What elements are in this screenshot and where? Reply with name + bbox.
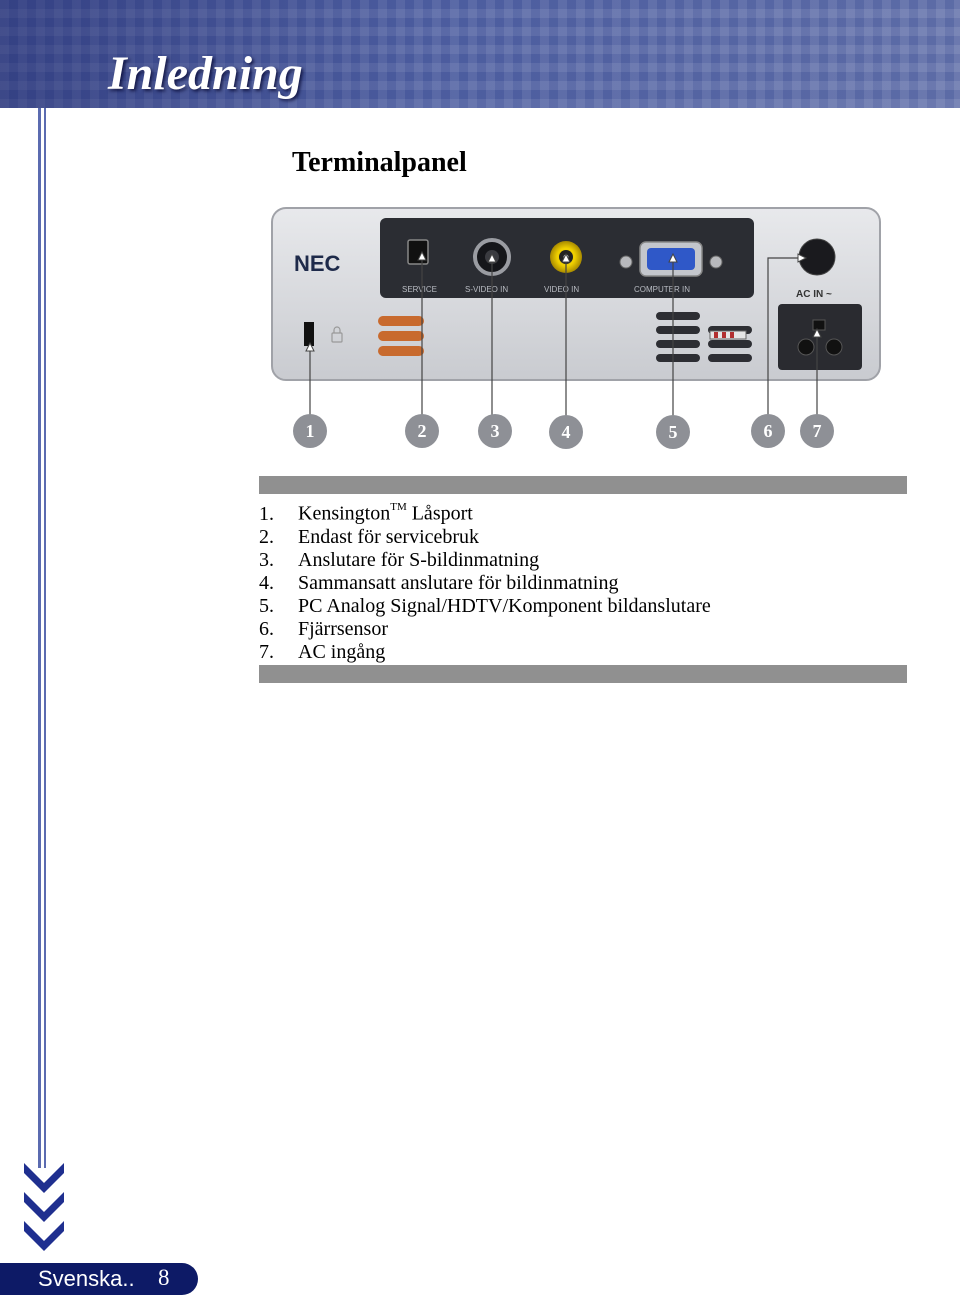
chapter-title: Inledning <box>108 47 303 100</box>
ac-label: AC IN ~ <box>796 289 832 300</box>
margin-line <box>38 108 41 1168</box>
kensington-slot <box>304 322 314 346</box>
header-banner: Inledning <box>0 0 960 108</box>
vent-grille <box>656 312 752 362</box>
callout-7 <box>800 414 834 448</box>
divider-bottom <box>259 665 907 683</box>
port-label-svideo: S-VIDEO IN <box>465 285 508 294</box>
footer-badge <box>0 1263 198 1295</box>
legend-item: 3.Anslutare för S-bildinmatning <box>259 548 540 571</box>
margin-line <box>44 108 46 1168</box>
port-label-video: VIDEO IN <box>544 285 579 294</box>
chevron-down-icon <box>24 1163 64 1251</box>
legend-item: 5.PC Analog Signal/HDTV/Komponent bildan… <box>259 594 711 617</box>
callout-1 <box>293 414 327 448</box>
port-label-service: SERVICE <box>402 285 437 294</box>
callout-2 <box>405 414 439 448</box>
callout-lines <box>309 257 818 418</box>
callout-5 <box>656 415 690 449</box>
callout-1-label: 1 <box>306 421 315 441</box>
callout-7-label: 7 <box>813 421 822 441</box>
legend-item: 7.AC ingång <box>259 640 386 663</box>
terminal-panel-figure: NEC SERVICE S-VIDEO IN VIDEO IN COMPUTER… <box>271 207 881 449</box>
lock-icon <box>331 326 343 343</box>
callout-4 <box>549 415 583 449</box>
brand-logo: NEC <box>294 251 341 276</box>
port-label-computer: COMPUTER IN <box>634 285 690 294</box>
callout-5-label: 5 <box>669 422 678 442</box>
trademark-sup: TM <box>390 501 407 513</box>
footer-language: Svenska.. <box>38 1266 135 1291</box>
callout-6 <box>751 414 785 448</box>
legend-item: 1.KensingtonTM Låsport <box>259 501 473 525</box>
legend-item: 6.Fjärrsensor <box>259 617 388 640</box>
service-switch <box>709 330 747 340</box>
orange-vents <box>378 316 424 356</box>
divider-top <box>259 476 907 494</box>
callout-2-label: 2 <box>418 421 427 441</box>
callout-6-label: 6 <box>764 421 773 441</box>
callout-3-label: 3 <box>491 421 500 441</box>
terminal-legend: 1.KensingtonTM Låsport 2.Endast för serv… <box>259 498 711 664</box>
callout-arrows <box>305 250 822 352</box>
callout-3 <box>478 414 512 448</box>
legend-item: 2.Endast för servicebruk <box>259 525 480 548</box>
legend-item: 4.Sammansatt anslutare för bildinmatning <box>259 571 619 594</box>
page-number: 8 <box>158 1265 170 1290</box>
section-title: Terminalpanel <box>292 147 467 178</box>
callout-4-label: 4 <box>562 422 571 442</box>
